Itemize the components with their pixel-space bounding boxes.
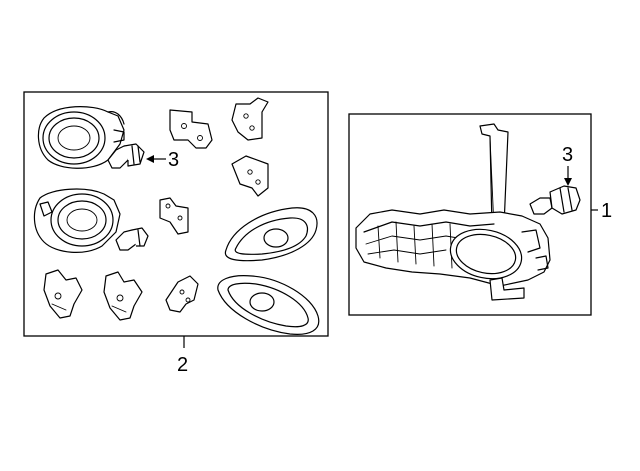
kit-box [23, 91, 329, 337]
callout-bulb-kit-label: 3 [168, 149, 179, 171]
fog-lamp-housing-upper [37, 106, 125, 169]
bracket-e [43, 269, 83, 319]
fog-lamp-housing-lower [33, 188, 121, 253]
fog-lamp-bezel-lower [217, 275, 320, 335]
callout-assembly-kit: 2 [177, 336, 188, 376]
callout-bulb-kit: 3 [146, 149, 179, 171]
bracket-d [159, 197, 189, 235]
bracket-c [231, 155, 269, 197]
bracket-b [231, 97, 269, 141]
callout-bulb-single: 3 [562, 144, 573, 186]
bulb-lower [115, 227, 149, 251]
bracket-a [169, 109, 213, 149]
bulb-upper [107, 143, 145, 169]
bracket-f [103, 271, 143, 321]
assembly-box [348, 113, 592, 316]
fog-lamp-assembly [355, 123, 551, 301]
fog-lamp-bezel-upper [224, 207, 318, 262]
callout-bulb-single-label: 3 [562, 144, 573, 166]
bracket-g [165, 275, 199, 313]
callout-fog-lamp-assembly-label: 1 [601, 200, 612, 222]
callout-assembly-kit-label: 2 [177, 354, 188, 376]
callout-fog-lamp-assembly: 1 [591, 200, 612, 222]
bulb-right [529, 185, 581, 215]
